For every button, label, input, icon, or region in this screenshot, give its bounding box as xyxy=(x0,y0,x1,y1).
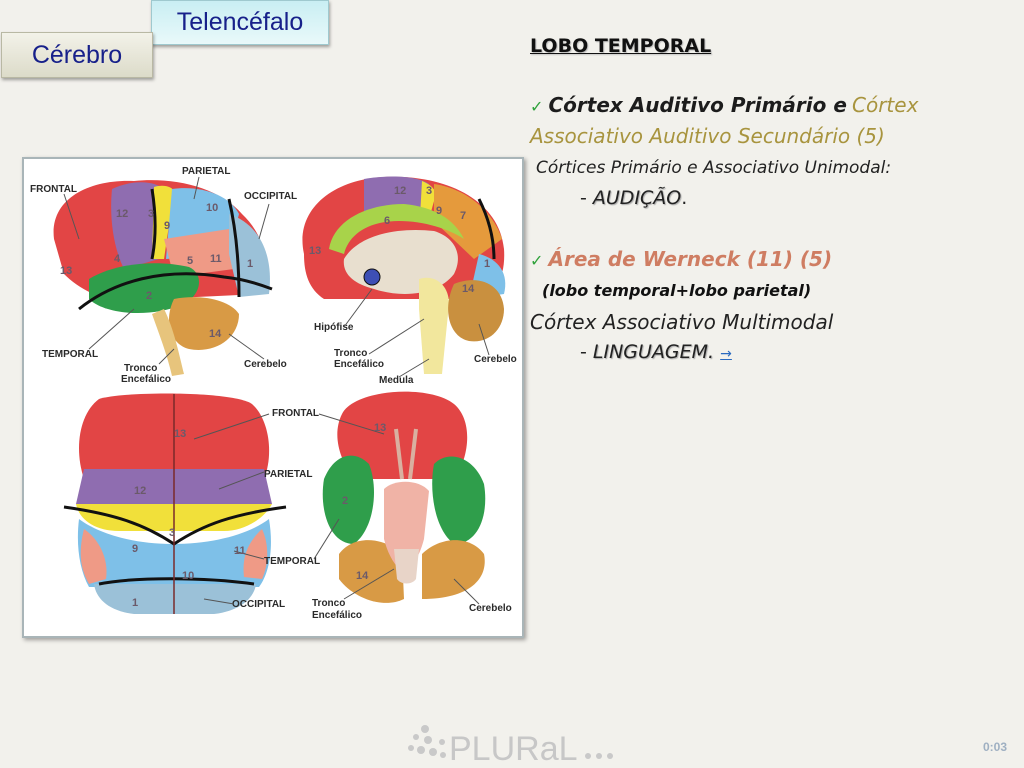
svg-text:3: 3 xyxy=(148,208,154,220)
svg-text:Tronco: Tronco xyxy=(312,598,345,609)
svg-text:Tronco: Tronco xyxy=(334,348,367,359)
svg-text:2: 2 xyxy=(146,290,152,302)
svg-text:11: 11 xyxy=(210,253,222,265)
svg-text:12: 12 xyxy=(394,185,406,197)
superior-brain-view xyxy=(63,393,287,614)
svg-text:12: 12 xyxy=(134,485,146,497)
svg-text:FRONTAL: FRONTAL xyxy=(30,184,77,195)
svg-text:13: 13 xyxy=(60,265,72,277)
svg-text:Cerebelo: Cerebelo xyxy=(244,359,287,370)
bullet-werneck: ✓ Área de Werneck (11) (5) xyxy=(530,247,833,271)
check-icon: ✓ xyxy=(530,251,544,270)
svg-text:Encefálico: Encefálico xyxy=(121,374,171,385)
svg-text:14: 14 xyxy=(209,328,222,340)
tab-cerebro[interactable]: Cérebro xyxy=(1,32,153,78)
tab-telencefalo[interactable]: Telencéfalo xyxy=(151,0,329,45)
svg-text:9: 9 xyxy=(132,543,138,555)
multimodal-line: Córtex Associativo Multimodal xyxy=(530,310,834,334)
svg-text:12: 12 xyxy=(116,208,128,220)
svg-text:TEMPORAL: TEMPORAL xyxy=(264,556,320,567)
svg-text:9: 9 xyxy=(164,220,170,232)
medial-brain-view xyxy=(302,176,506,374)
svg-text:5: 5 xyxy=(187,255,193,267)
brain-illustration: FRONTAL PARIETAL OCCIPITAL TEMPORAL Tron… xyxy=(30,166,517,621)
svg-text:10: 10 xyxy=(206,202,218,214)
plural-logo: PLURaL xyxy=(408,725,613,766)
svg-text:2: 2 xyxy=(342,495,348,507)
svg-text:Encefálico: Encefálico xyxy=(312,610,362,621)
area-numbers: 12 3 9 10 11 5 1 4 13 2 14 12 3 9 7 6 13… xyxy=(60,185,490,609)
svg-text:3: 3 xyxy=(426,185,432,197)
svg-text:1: 1 xyxy=(132,597,138,609)
brain-lobes-figure: FRONTAL PARIETAL OCCIPITAL TEMPORAL Tron… xyxy=(22,157,524,638)
inferior-brain-view xyxy=(322,391,486,603)
svg-text:PARIETAL: PARIETAL xyxy=(182,166,231,177)
svg-text:14: 14 xyxy=(356,570,369,582)
svg-text:1: 1 xyxy=(484,258,490,270)
svg-text:3: 3 xyxy=(169,527,175,539)
svg-text:11: 11 xyxy=(234,545,246,557)
svg-text:13: 13 xyxy=(174,428,186,440)
svg-text:Cerebelo: Cerebelo xyxy=(474,354,517,365)
linguagem-line: - LINGUAGEM. → xyxy=(580,341,732,363)
svg-text:PARIETAL: PARIETAL xyxy=(264,469,313,480)
next-link-arrow-icon[interactable]: → xyxy=(720,346,732,362)
lobo-note: (lobo temporal+lobo parietal) xyxy=(542,281,812,300)
svg-text:Cerebelo: Cerebelo xyxy=(469,603,512,614)
bullet-cortex-auditivo-cont: Associativo Auditivo Secundário (5) xyxy=(530,124,885,148)
svg-text:9: 9 xyxy=(436,205,442,217)
svg-text:7: 7 xyxy=(460,210,466,222)
slide-timer: 0:03 xyxy=(983,740,1008,754)
slide-title: LOBO TEMPORAL xyxy=(530,35,712,57)
lateral-brain-view xyxy=(53,180,273,376)
svg-text:14: 14 xyxy=(462,283,475,295)
svg-text:Tronco: Tronco xyxy=(124,363,157,374)
svg-text:OCCIPITAL: OCCIPITAL xyxy=(244,191,297,202)
svg-text:FRONTAL: FRONTAL xyxy=(272,408,319,419)
check-icon: ✓ xyxy=(530,97,544,116)
svg-text:10: 10 xyxy=(182,570,194,582)
svg-text:TEMPORAL: TEMPORAL xyxy=(42,349,98,360)
svg-text:Hipófise: Hipófise xyxy=(314,322,354,333)
svg-text:13: 13 xyxy=(309,245,321,257)
bullet-cortex-auditivo: ✓ Córtex Auditivo Primário e Córtex xyxy=(530,93,919,117)
logo-text: PLURaL xyxy=(449,730,578,766)
svg-text:Encefálico: Encefálico xyxy=(334,359,384,370)
label-leader-lines xyxy=(63,176,490,605)
svg-text:6: 6 xyxy=(384,215,390,227)
figure-labels: FRONTAL PARIETAL OCCIPITAL TEMPORAL Tron… xyxy=(30,166,517,621)
audicao-line: - AUDIÇÃO. xyxy=(580,187,688,209)
svg-text:OCCIPITAL: OCCIPITAL xyxy=(232,599,285,610)
svg-text:13: 13 xyxy=(374,422,386,434)
svg-text:4: 4 xyxy=(114,253,121,265)
cortices-line: Córtices Primário e Associativo Unimodal… xyxy=(536,158,892,178)
logo-trailing-dots-icon xyxy=(585,753,613,759)
svg-text:1: 1 xyxy=(247,258,253,270)
svg-text:Medula: Medula xyxy=(379,375,414,386)
logo-dots-icon xyxy=(408,725,446,758)
